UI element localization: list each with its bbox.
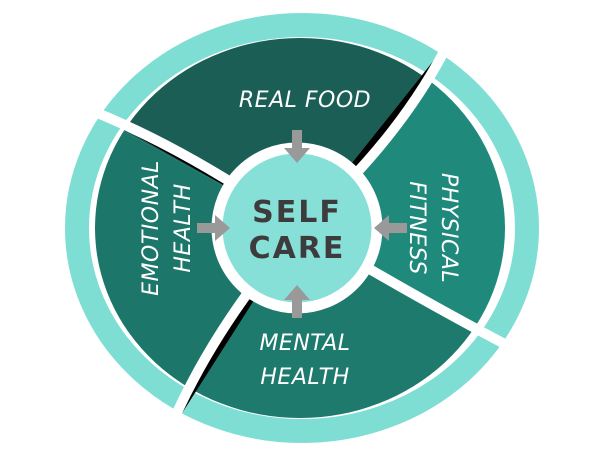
outer-ring: [65, 13, 539, 443]
arrow-down-icon: [284, 130, 310, 163]
label-physical-fitness-line1: PHYSICAL: [436, 173, 461, 283]
label-emotional-health-line1: EMOTIONAL: [139, 160, 164, 296]
arrow-left-icon: [374, 215, 407, 241]
label-mental-health-line1: MENTAL: [259, 331, 350, 356]
arrow-right-icon: [197, 215, 230, 241]
label-emotional-health-line2: HEALTH: [171, 183, 196, 272]
arrow-up-icon: [284, 285, 310, 318]
label-mental-health-line2: HEALTH: [260, 365, 349, 390]
label-physical-fitness-line2: FITNESS: [404, 181, 429, 275]
label-real-food: REAL FOOD: [239, 88, 371, 113]
center-title-line2: CARE: [249, 231, 346, 266]
segment-emotional-health: [95, 63, 300, 418]
arrows: [197, 130, 407, 318]
segment-physical-fitness: [300, 38, 505, 402]
center-title-line1: SELF: [252, 195, 342, 230]
